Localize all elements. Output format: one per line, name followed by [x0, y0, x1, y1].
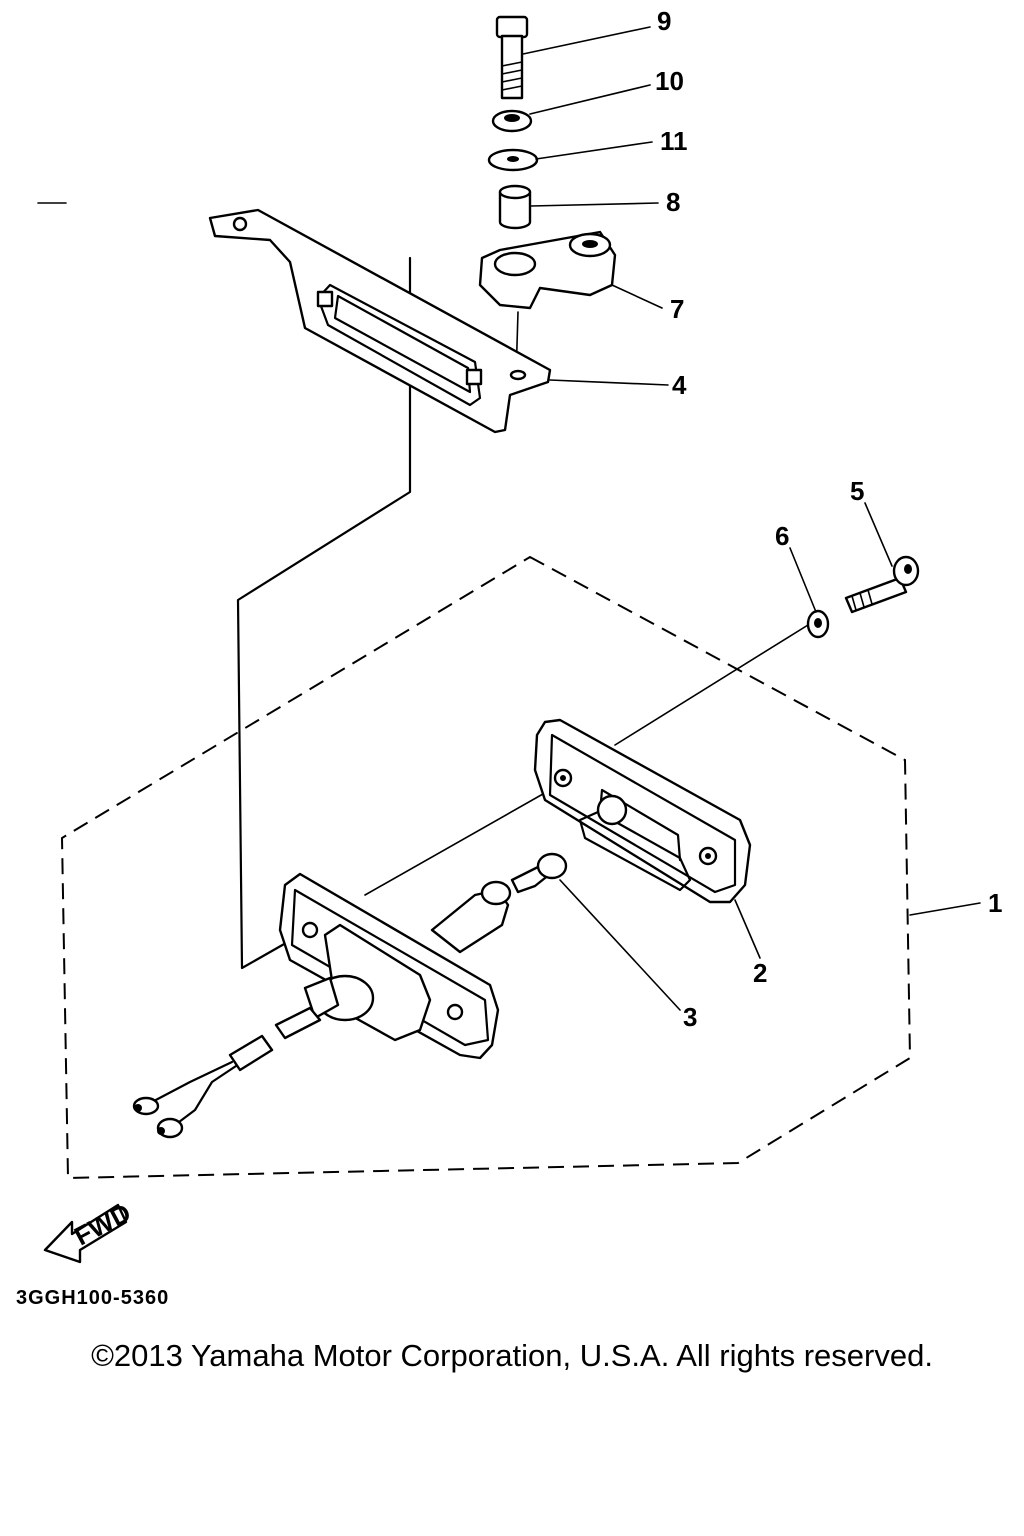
drawing-code: 3GGH100-5360: [16, 1287, 170, 1309]
assembly-outline: [60, 555, 912, 1180]
copyright-notice: ©2013 Yamaha Motor Corporation, U.S.A. A…: [91, 1338, 933, 1373]
leader-9: [522, 26, 651, 55]
leader-6: [789, 547, 817, 613]
washer-part-11: [487, 148, 539, 172]
reference-line-bolt: [614, 624, 809, 746]
callout-1: 1: [988, 888, 1002, 918]
leader-11: [535, 141, 653, 160]
fwd-arrow-icon: FWD: [43, 1197, 136, 1264]
bulb-part-3: [510, 852, 568, 894]
lens-part-2: [533, 718, 752, 904]
leader-10: [529, 84, 651, 115]
callout-2: 2: [753, 958, 767, 988]
leader-7: [611, 284, 663, 309]
washer-part-6: [806, 609, 830, 639]
leader-4: [549, 379, 669, 386]
wire-harness: [132, 1006, 322, 1139]
collar-part-8: [498, 184, 532, 230]
leader-5: [864, 502, 893, 567]
fwd-label: FWD: [69, 1197, 135, 1251]
callout-9: 9: [657, 6, 671, 36]
callout-5: 5: [850, 476, 864, 506]
spring-washer-part-10: [491, 109, 533, 133]
exploded-parts-diagram: FWD 9 10 11 8 7 4 5 6 1 2 3: [37, 6, 1002, 1264]
stay-part-7: [478, 230, 617, 310]
leader-3: [559, 879, 681, 1011]
lamp-housing: [278, 872, 512, 1060]
callout-10: 10: [655, 66, 684, 96]
leader-2: [734, 899, 761, 959]
leader-8: [530, 202, 659, 207]
callout-8: 8: [666, 187, 680, 217]
screw-part-5: [844, 555, 920, 614]
bolt-part-9: [495, 15, 529, 100]
leader-1: [909, 902, 981, 916]
callout-6: 6: [775, 521, 789, 551]
callout-11: 11: [660, 126, 688, 156]
reference-line-lens: [364, 789, 551, 896]
bracket-part-4: [208, 208, 552, 434]
callout-3: 3: [683, 1002, 697, 1032]
callout-7: 7: [670, 294, 684, 324]
callout-4: 4: [672, 370, 687, 400]
reference-line-bracket: [236, 256, 412, 970]
